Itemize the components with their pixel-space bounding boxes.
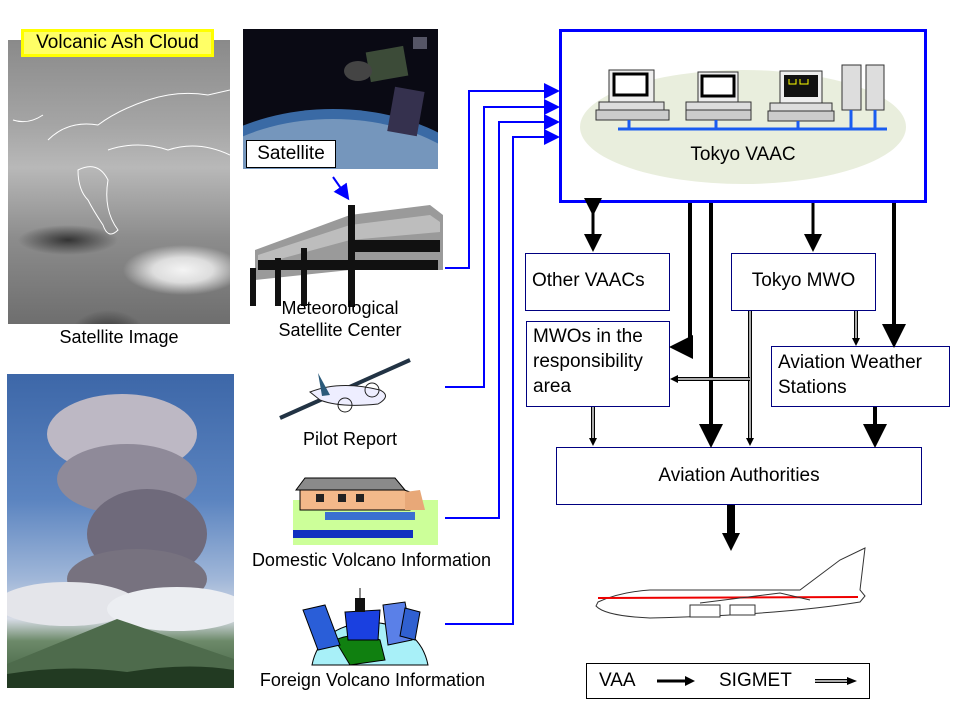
satellite-illustration	[243, 37, 438, 169]
node-aws-line2: Stations	[778, 377, 847, 398]
tokyo-vaac-box: Tokyo VAAC	[559, 29, 927, 203]
node-other-vaacs: Other VAACs	[525, 253, 670, 311]
node-mwos-line3: area	[533, 376, 572, 397]
msc-caption-line2: Satellite Center	[278, 320, 402, 340]
satellite-label-text: Satellite	[257, 143, 325, 164]
legend-vaa-label: VAA	[599, 670, 636, 691]
msc-caption-line1: Meteorological	[281, 298, 399, 318]
vaac-network-illustration	[595, 64, 887, 131]
msc-to-vaac-arrow	[445, 83, 560, 269]
node-tokyo-mwo: Tokyo MWO	[731, 253, 876, 311]
satellite-to-msc-arrow	[332, 176, 350, 201]
domestic-to-vaac-arrow	[445, 114, 560, 519]
node-authorities-label: Aviation Authorities	[658, 465, 820, 486]
callout-text: Volcanic Ash Cloud	[36, 32, 199, 53]
node-tokyo-mwo-label: Tokyo MWO	[751, 270, 856, 291]
satellite-image-caption: Satellite Image	[59, 327, 179, 347]
node-aviation-authorities: Aviation Authorities	[556, 447, 922, 505]
ash-cloud-callout: Volcanic Ash Cloud	[21, 29, 214, 57]
legend-arrows	[657, 676, 857, 686]
satellite-photo	[243, 29, 438, 169]
authorities-to-plane-arrow-head	[722, 533, 740, 551]
pilot-report-caption: Pilot Report	[302, 429, 398, 449]
node-mwos-line2: responsibility	[533, 351, 643, 372]
node-other-vaacs-label: Other VAACs	[532, 270, 645, 291]
node-aws-line1: Aviation Weather	[778, 352, 922, 373]
node-mwos-line1: MWOs in the	[533, 326, 643, 347]
node-aviation-weather-stations: Aviation Weather Stations	[771, 346, 950, 407]
coastline-overlay	[12, 89, 230, 235]
satellite-label: Satellite	[246, 140, 336, 168]
foreign-caption: Foreign Volcano Information	[259, 670, 486, 690]
node-mwos: MWOs in the responsibility area	[526, 321, 670, 407]
authorities-to-plane-arrow-shaft	[727, 505, 735, 533]
legend-sigmet-label: SIGMET	[719, 670, 792, 691]
volcano-illustration	[7, 394, 234, 688]
vaac-to-mwos-arrow	[669, 203, 693, 359]
legend-box: VAA SIGMET	[586, 663, 870, 699]
volcano-photo	[7, 374, 234, 688]
satellite-image	[8, 40, 230, 324]
domestic-caption: Domestic Volcano Information	[251, 550, 492, 570]
vaac-title: Tokyo VAAC	[690, 144, 796, 165]
